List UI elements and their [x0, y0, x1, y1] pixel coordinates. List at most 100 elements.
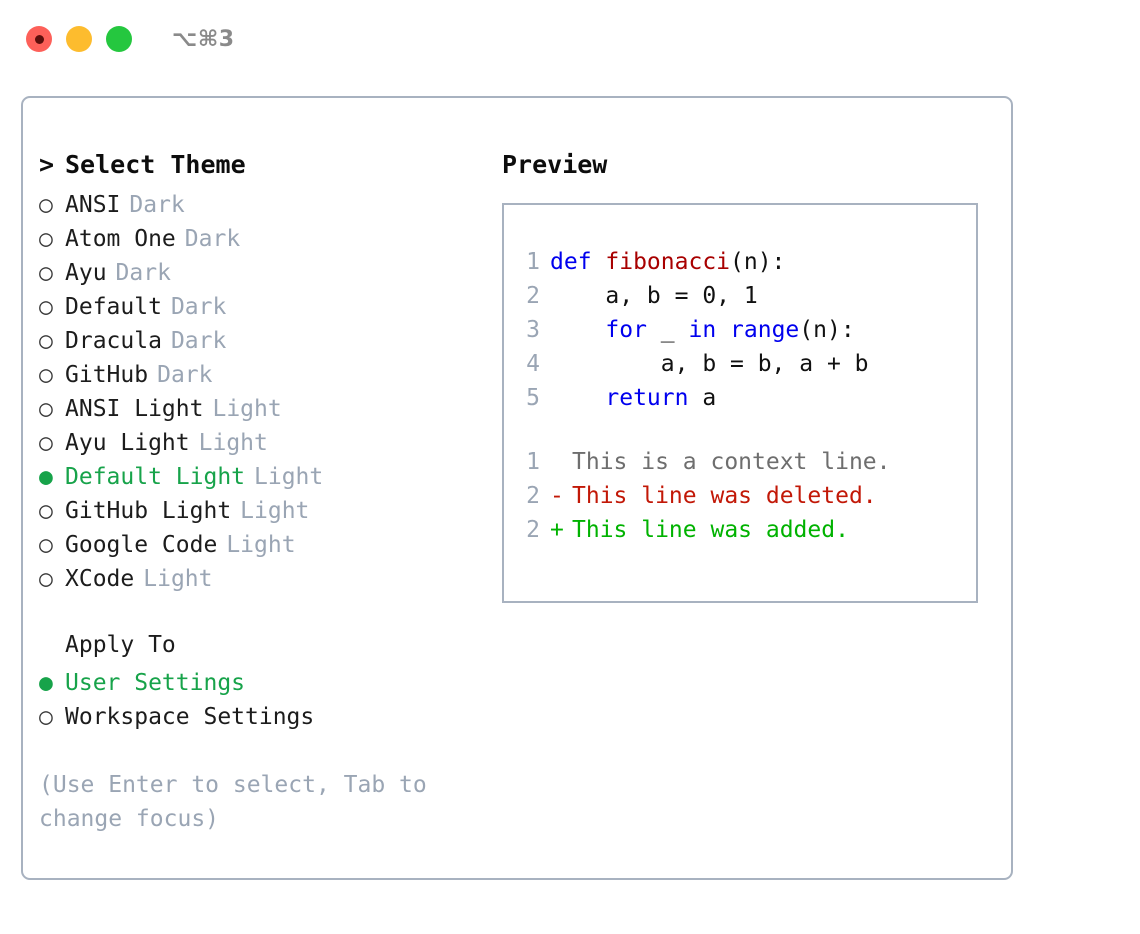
code-line: 2 a, b = 0, 1	[504, 283, 976, 317]
apply-to-option-label: Workspace Settings	[65, 704, 315, 730]
theme-option-label: ANSI Light	[65, 396, 204, 422]
code-text: a, b = 0, 1	[550, 283, 758, 309]
theme-option-label: GitHub	[65, 362, 149, 388]
line-number: 1	[526, 449, 540, 475]
radio-unselected-icon: ○	[39, 396, 53, 422]
spacer	[39, 596, 489, 632]
apply-to-option-workspace-settings[interactable]: ○Workspace Settings	[39, 700, 489, 734]
radio-unselected-icon: ○	[39, 260, 53, 286]
code-token-txt: (n):	[730, 249, 786, 275]
radio-unselected-icon: ○	[39, 192, 53, 218]
code-line: 5 return a	[504, 385, 976, 419]
diff-line-text: This line was added.	[572, 517, 849, 543]
select-theme-header: > Select Theme	[39, 150, 489, 188]
close-window-button[interactable]	[26, 26, 52, 52]
select-theme-label: Select Theme	[65, 150, 246, 179]
diff-text: This is a context line.	[550, 449, 891, 475]
line-number: 2	[526, 283, 540, 309]
diff-marker-icon	[550, 449, 572, 475]
theme-variant-tag: Dark	[184, 226, 241, 252]
spacer	[39, 734, 489, 766]
code-token-fn: fibonacci	[605, 249, 731, 275]
code-text: def fibonacci(n):	[550, 249, 785, 275]
code-text: for _ in range(n):	[550, 317, 855, 343]
apply-to-header: Apply To	[39, 632, 489, 666]
record-dot-icon	[34, 34, 44, 44]
code-line: 3 for _ in range(n):	[504, 317, 976, 351]
theme-option-label: XCode	[65, 566, 135, 592]
theme-option-label: Atom One	[65, 226, 176, 252]
theme-option-label: Google Code	[65, 532, 218, 558]
diff-line-text: This is a context line.	[572, 449, 891, 475]
radio-unselected-icon: ○	[39, 294, 53, 320]
hint-line-2: change focus)	[39, 806, 220, 832]
apply-to-option-label: User Settings	[65, 670, 246, 696]
diff-line-add: 2+This line was added.	[504, 517, 976, 551]
code-token-txt: (n):	[799, 317, 855, 343]
theme-option-google-code[interactable]: ○ Google Code Light	[39, 528, 489, 562]
title-bar: ⌥⌘3	[0, 0, 1140, 78]
theme-variant-tag: Dark	[115, 260, 171, 286]
caret-icon: >	[39, 150, 55, 179]
theme-option-label: Ayu	[65, 260, 107, 286]
radio-unselected-icon: ○	[39, 532, 53, 558]
code-token-kw: for	[605, 317, 647, 343]
code-token-txt: a, b = 0, 1	[550, 283, 758, 309]
theme-option-default[interactable]: ○ Default Dark	[39, 290, 489, 324]
code-token-kw: def	[550, 249, 606, 275]
theme-option-ayu[interactable]: ○ Ayu Dark	[39, 256, 489, 290]
apply-to-option-user-settings[interactable]: ●User Settings	[39, 666, 489, 700]
code-token-kw: range	[730, 317, 800, 343]
theme-option-label: GitHub Light	[65, 498, 232, 524]
line-number: 2	[526, 483, 540, 509]
theme-variant-tag: Light	[226, 532, 296, 558]
diff-line-text: This line was deleted.	[572, 483, 877, 509]
diff-marker-icon: -	[550, 483, 564, 509]
radio-selected-icon: ●	[39, 464, 53, 490]
window-controls	[26, 26, 132, 52]
radio-unselected-icon: ○	[39, 226, 53, 252]
code-token-txt	[550, 317, 605, 343]
line-number: 4	[526, 351, 540, 377]
theme-option-github[interactable]: ○ GitHub Dark	[39, 358, 489, 392]
code-token-kw: return	[605, 385, 689, 411]
theme-variant-tag: Dark	[170, 294, 227, 320]
diff-marker-icon: +	[550, 517, 564, 543]
code-token-txt: a	[688, 385, 717, 411]
diff-line-del: 2-This line was deleted.	[504, 483, 976, 517]
theme-variant-tag: Light	[240, 498, 310, 524]
keyboard-hint: (Use Enter to select, Tab to change focu…	[39, 768, 439, 836]
theme-option-label: Dracula	[65, 328, 162, 354]
keyboard-shortcut-label: ⌥⌘3	[172, 26, 235, 52]
radio-unselected-icon: ○	[39, 328, 53, 354]
radio-unselected-icon: ○	[39, 566, 53, 592]
maximize-window-button[interactable]	[106, 26, 132, 52]
minimize-window-button[interactable]	[66, 26, 92, 52]
apply-to-list: ●User Settings○Workspace Settings	[39, 666, 489, 734]
theme-variant-tag: Dark	[157, 362, 213, 388]
line-number: 1	[526, 249, 540, 275]
radio-unselected-icon: ○	[39, 362, 53, 388]
code-token-txt: a, b = b, a + b	[550, 351, 869, 377]
theme-option-atom-one[interactable]: ○ Atom One Dark	[39, 222, 489, 256]
code-line: 1 def fibonacci(n):	[504, 249, 976, 283]
theme-option-label: Default	[65, 294, 162, 320]
diff-text: + This line was added.	[550, 517, 849, 543]
code-line: 4 a, b = b, a + b	[504, 351, 976, 385]
theme-variant-tag: Light	[198, 430, 268, 456]
apply-to-label: Apply To	[65, 632, 176, 658]
